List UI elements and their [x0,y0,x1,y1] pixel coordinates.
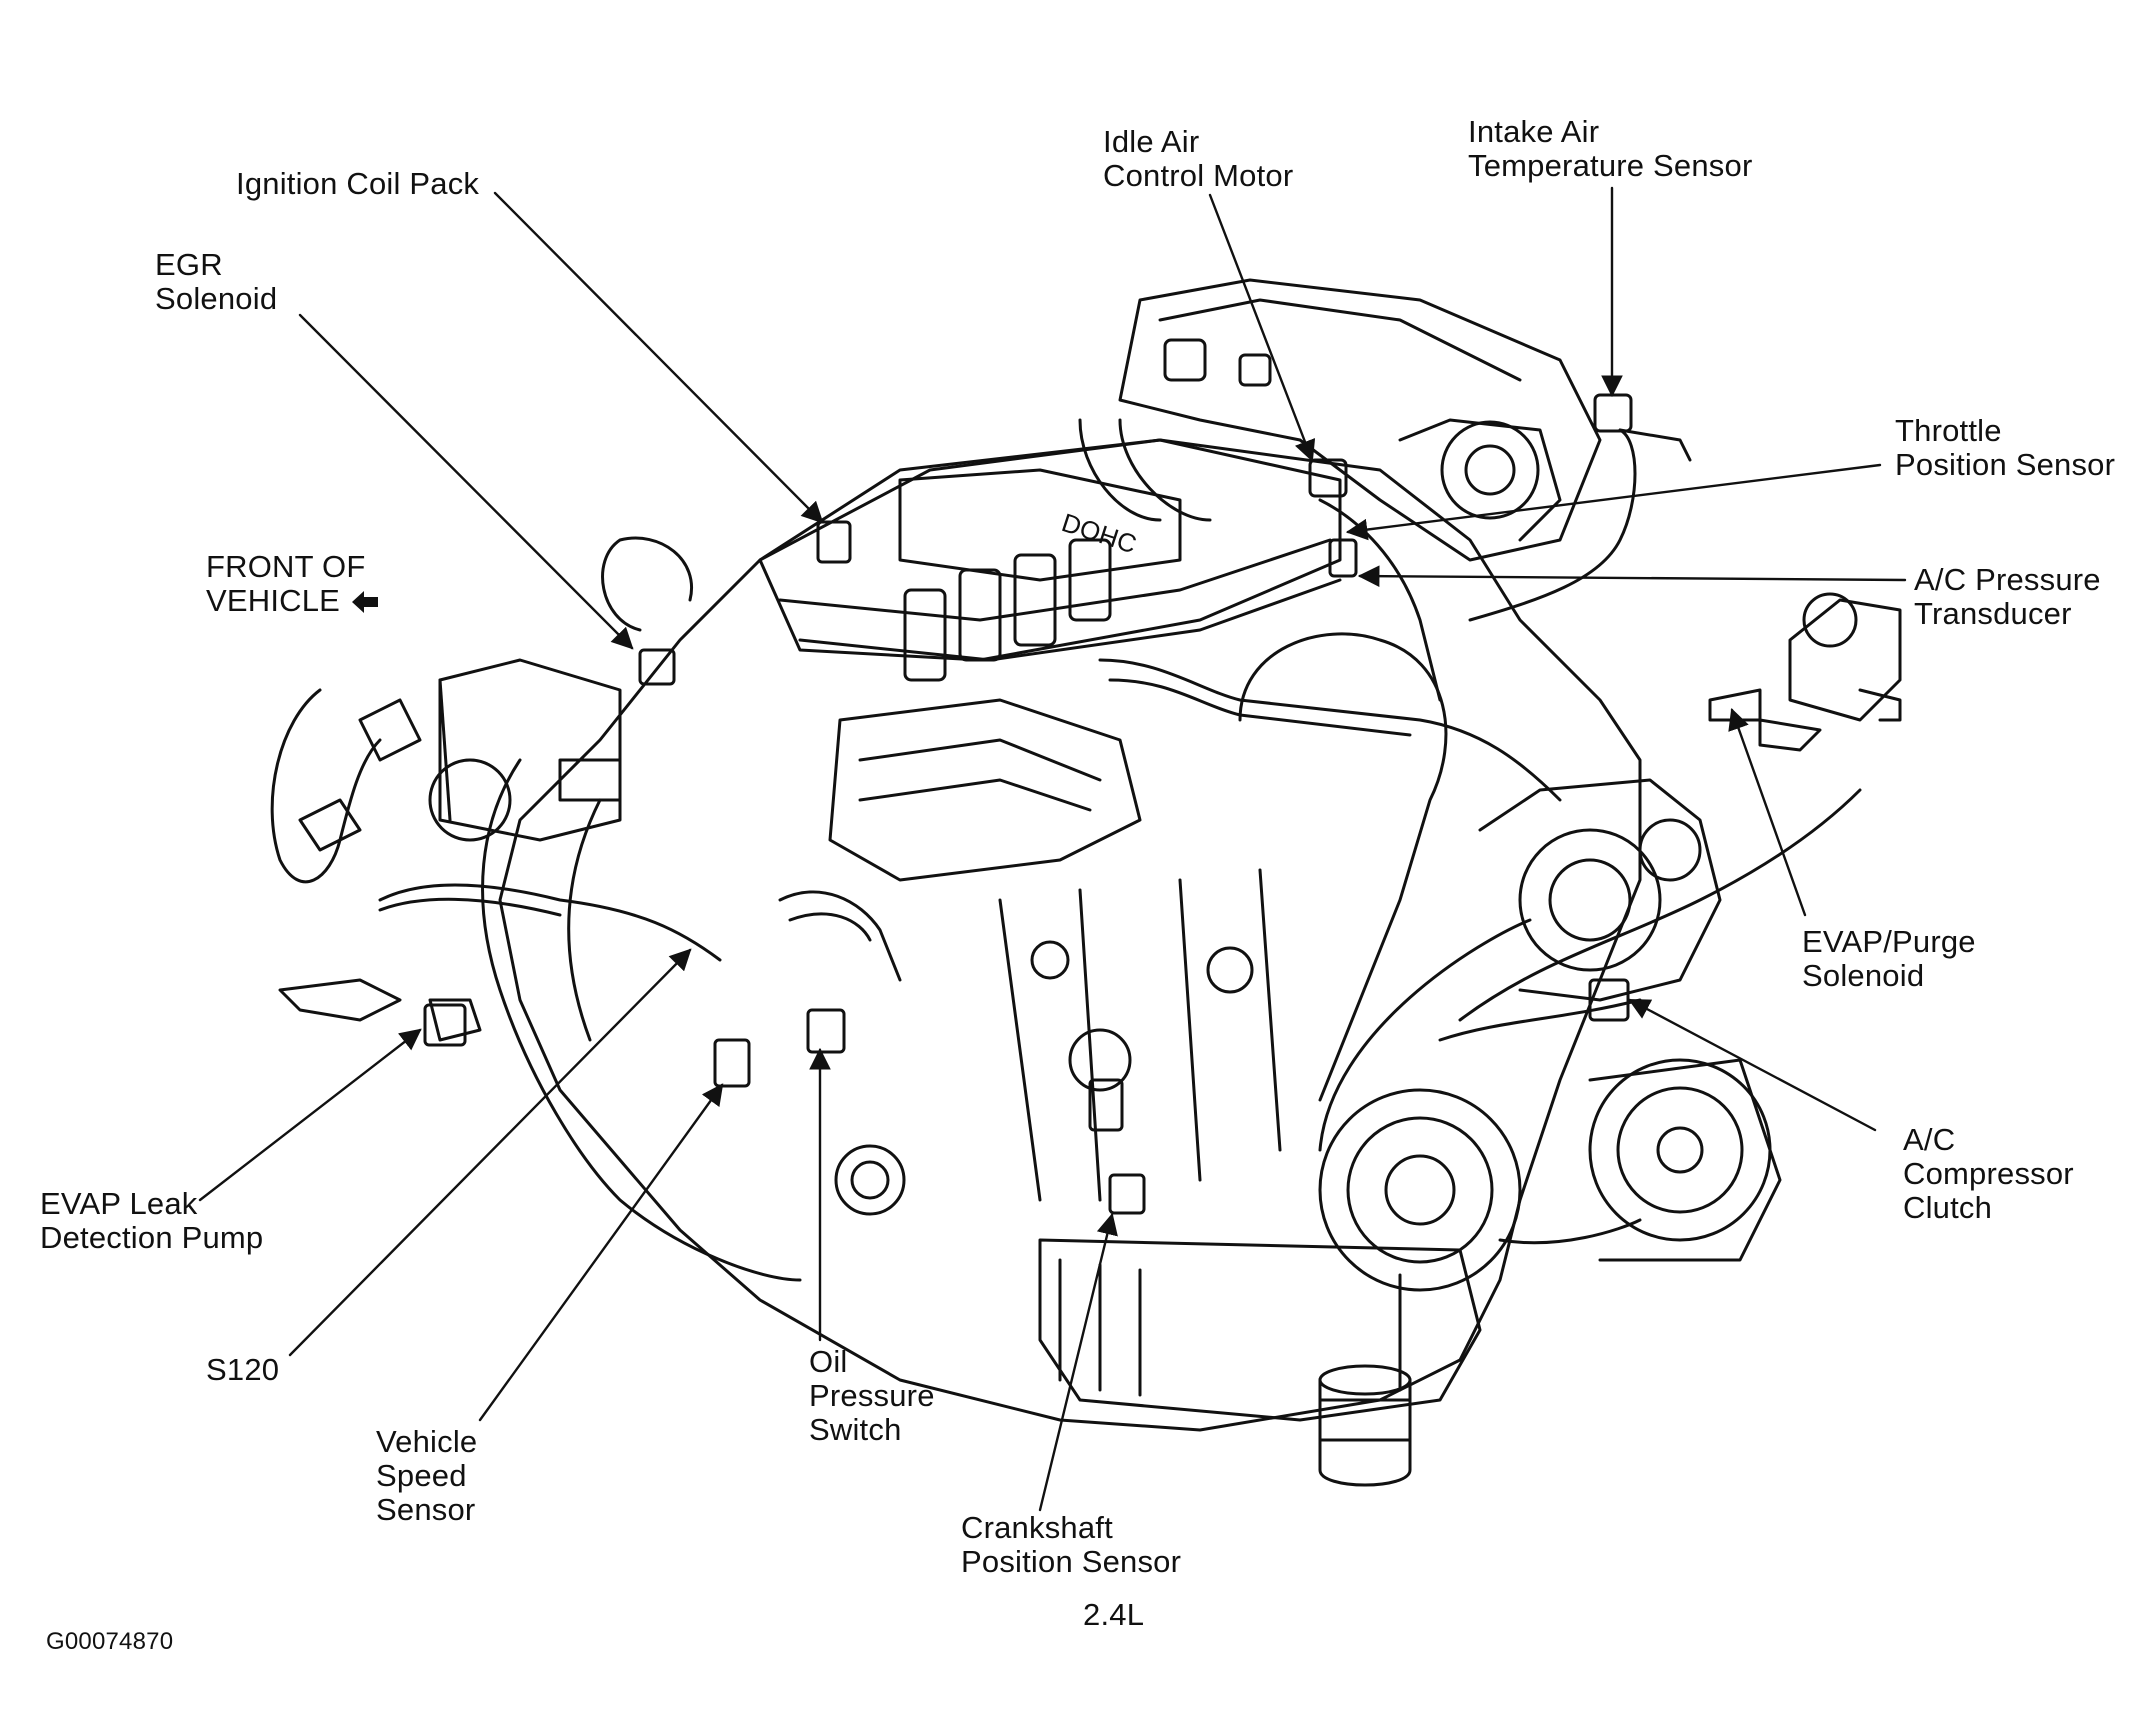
leader-ac-compressor-clutch [1628,998,1877,1132]
label-ignition-coil-pack: Ignition Coil Pack [236,166,480,201]
label-ac-pressure-transducer: A/C Pressure Transducer [1914,562,2101,631]
leader-idle-air-control-motor [1208,193,1316,463]
leader-ignition-coil-pack [493,191,824,524]
label-oil-pressure-switch: Oil Pressure Switch [809,1344,935,1447]
front-of-vehicle-text: FRONT OF VEHICLE [206,549,366,618]
label-intake-air-temperature-sensor: Intake Air Temperature Sensor [1468,114,1753,183]
leader-lines [198,186,1907,1512]
engine-block-outline: DOHC [270,278,1902,1487]
label-evap-purge-solenoid: EVAP/Purge Solenoid [1802,924,1976,993]
label-idle-air-control-motor: Idle Air Control Motor [1103,124,1294,193]
leader-crankshaft-position-sensor [1038,1212,1118,1512]
leader-throttle-position-sensor [1345,463,1882,541]
leader-ac-pressure-transducer [1357,565,1907,587]
label-s120: S120 [206,1352,280,1387]
leader-evap-leak-detection-pump [198,1028,422,1202]
leader-egr-solenoid [298,313,634,650]
engine-size-label: 2.4L [1083,1597,1145,1632]
label-evap-leak-detection-pump: EVAP Leak Detection Pump [40,1186,264,1255]
arrow-left-icon [352,591,378,613]
label-front-of-vehicle: FRONT OF VEHICLE [206,550,365,618]
label-crankshaft-position-sensor: Crankshaft Position Sensor [961,1510,1182,1579]
label-vehicle-speed-sensor: Vehicle Speed Sensor [376,1424,478,1527]
leader-evap-purge-solenoid [1728,707,1807,917]
figure-id: G00074870 [46,1628,174,1655]
label-ac-compressor-clutch: A/C Compressor Clutch [1903,1122,2074,1225]
label-egr-solenoid: EGR Solenoid [155,247,278,316]
leader-s120 [288,948,692,1357]
label-throttle-position-sensor: Throttle Position Sensor [1895,413,2116,482]
leader-vehicle-speed-sensor [478,1083,724,1422]
